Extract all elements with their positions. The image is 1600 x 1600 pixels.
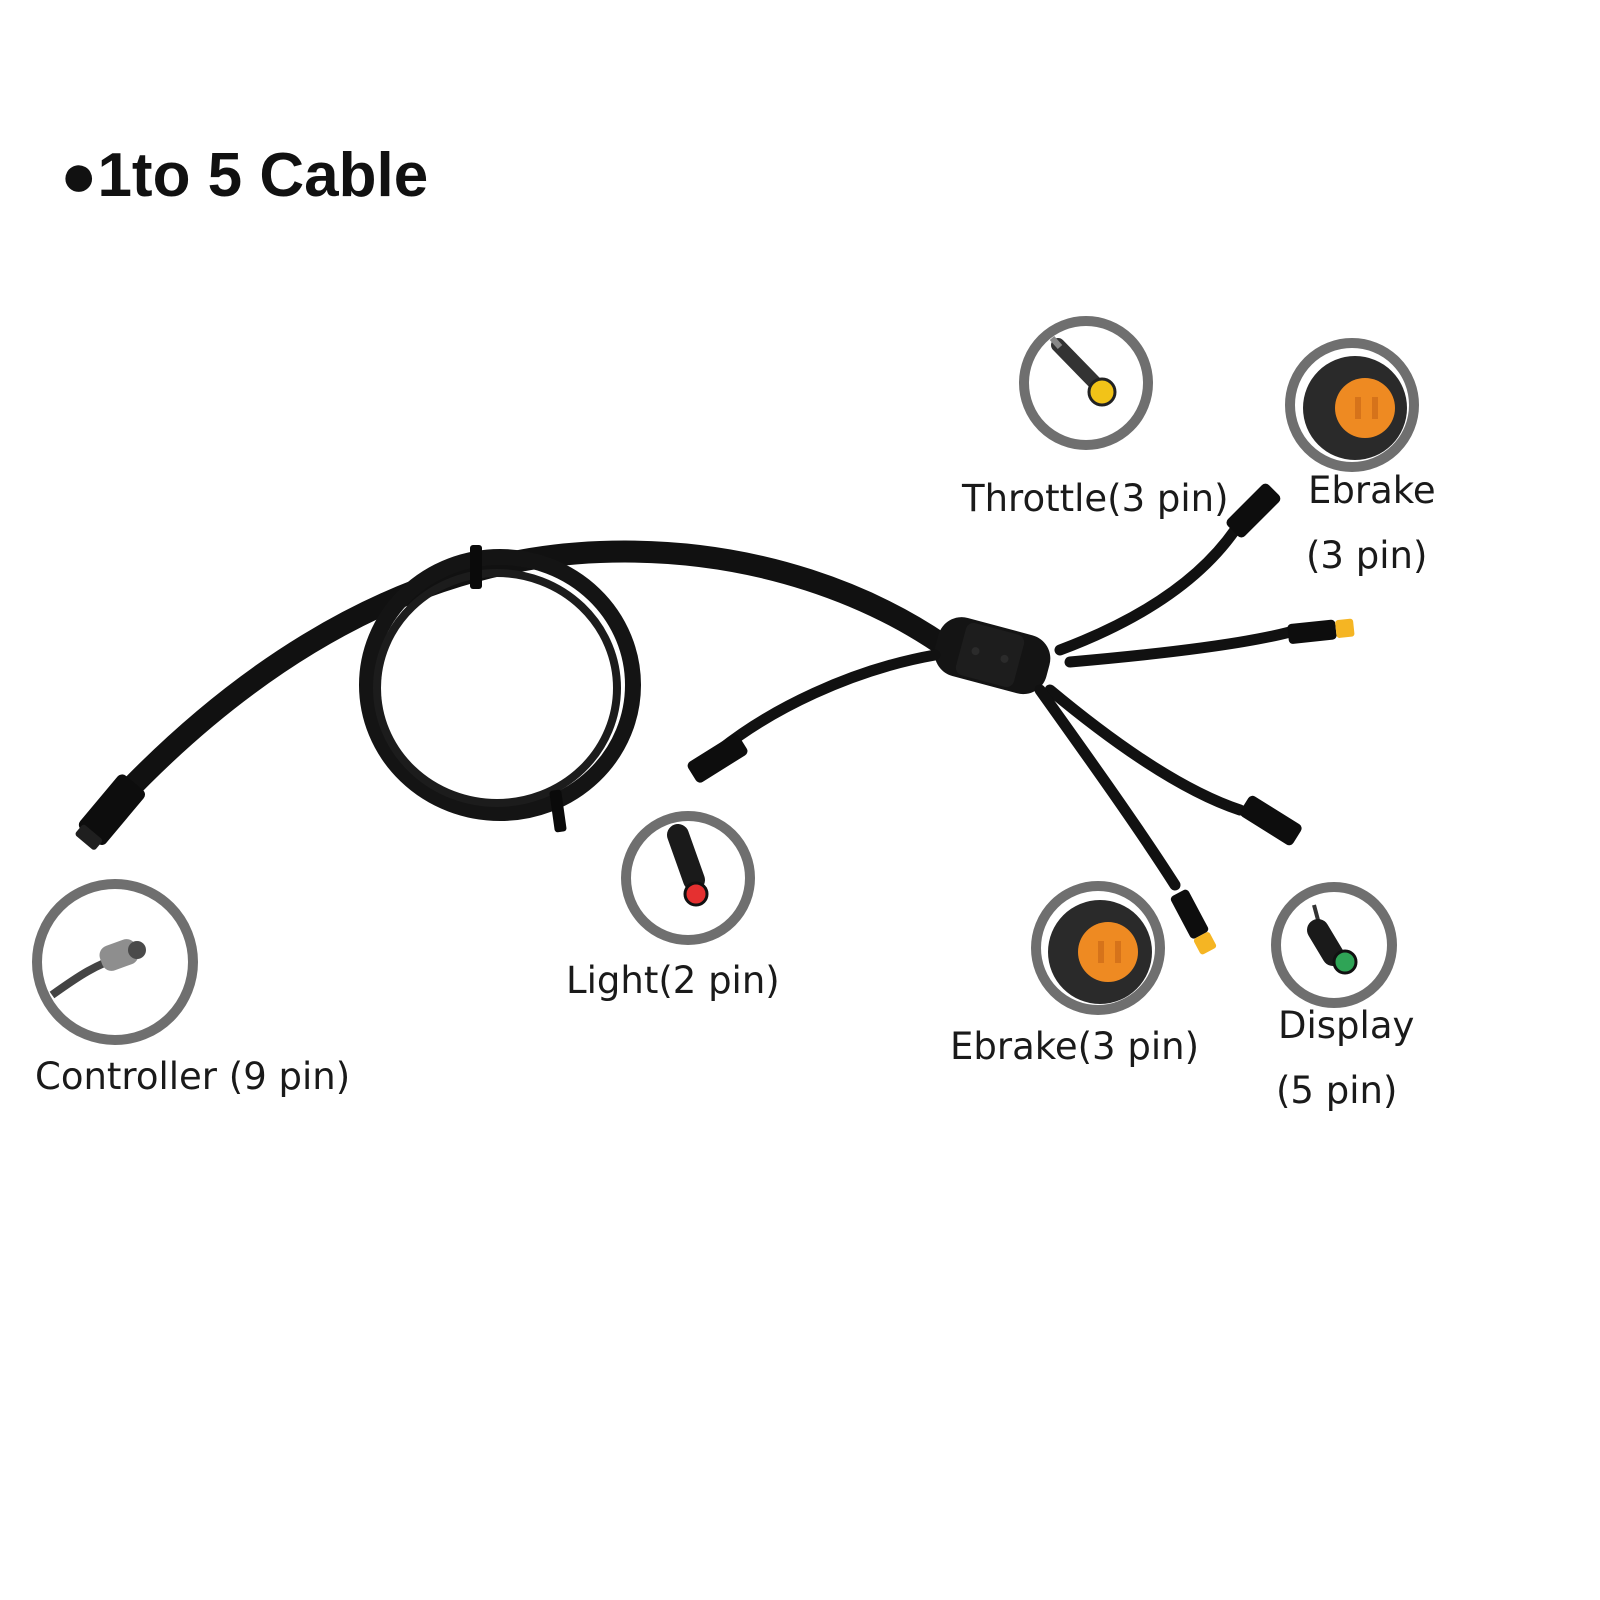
branch-throttle xyxy=(1064,626,1296,668)
cable-tie-top xyxy=(470,545,482,589)
display-inset xyxy=(1271,882,1397,1008)
branch-light xyxy=(714,649,941,756)
ebrake-bottom-inset xyxy=(1031,881,1165,1015)
display-label-line2: (5 pin) xyxy=(1276,1069,1398,1112)
throttle-label: Throttle(3 pin) xyxy=(962,477,1229,520)
cable-coil-outer xyxy=(359,549,641,821)
light-inset xyxy=(621,811,755,945)
ebrake-bottom-label: Ebrake(3 pin) xyxy=(950,1025,1200,1068)
main-cable xyxy=(94,540,961,826)
branch-display xyxy=(1044,684,1246,816)
cable-tie-bottom xyxy=(549,789,567,833)
controller-connector xyxy=(75,774,145,850)
junction-block xyxy=(934,617,1051,695)
light-label: Light(2 pin) xyxy=(566,959,780,1002)
ebrake-top-connector xyxy=(1226,483,1281,538)
throttle-connector xyxy=(1287,618,1355,644)
branch-ebrake-bottom xyxy=(1034,684,1181,891)
cable-coil-inner xyxy=(373,569,621,807)
display-connector xyxy=(1240,795,1302,846)
diagram-title: ●1to 5 Cable xyxy=(60,141,429,210)
throttle-inset xyxy=(1019,316,1153,450)
ebrake-bottom-connector xyxy=(1170,889,1217,955)
light-connector xyxy=(687,734,748,783)
ebrake-top-label-line2: (3 pin) xyxy=(1306,534,1428,577)
ebrake-top-inset xyxy=(1285,338,1419,472)
controller-inset xyxy=(32,879,198,1045)
display-label-line1: Display xyxy=(1278,1004,1415,1047)
ebrake-top-label-line1: Ebrake xyxy=(1308,469,1436,512)
controller-label: Controller (9 pin) xyxy=(35,1055,351,1098)
branch-ebrake-top xyxy=(1054,524,1241,656)
